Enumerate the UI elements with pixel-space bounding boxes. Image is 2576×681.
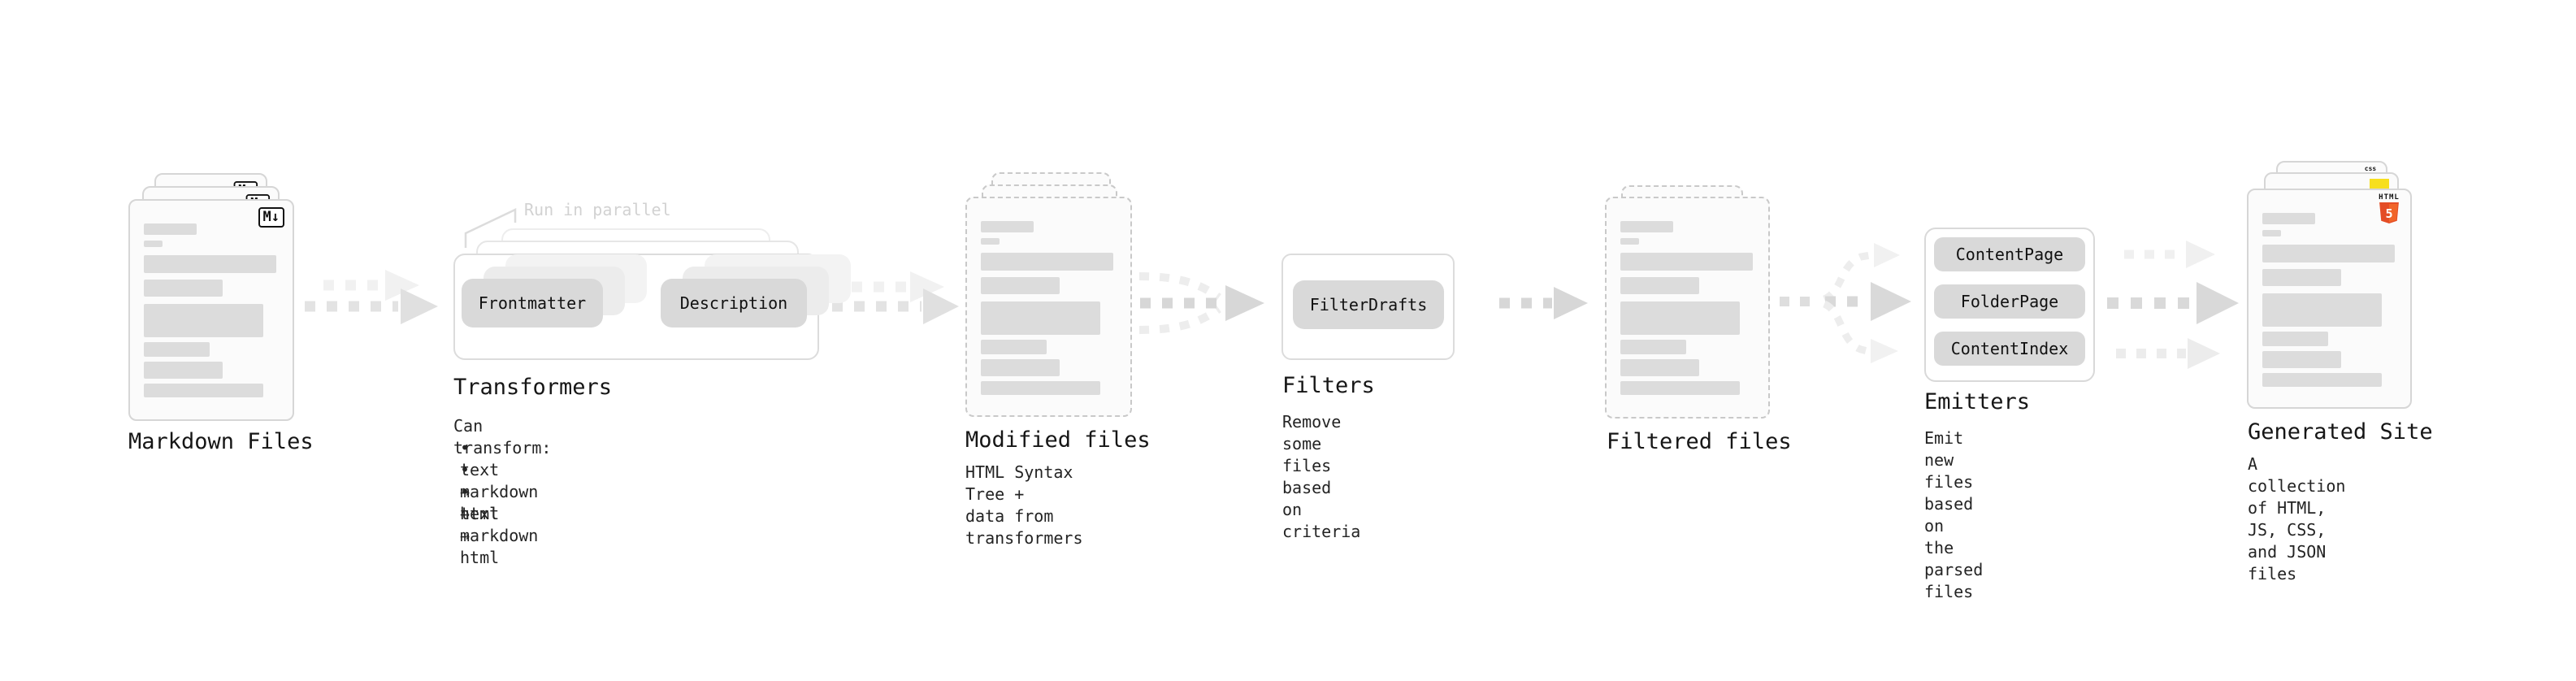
html5-numeral: 5	[2385, 206, 2392, 221]
transformers-description-title: Can transform:	[453, 416, 552, 458]
emitters-label: Emitters	[1924, 389, 2031, 414]
transformers-bullet-1: • text → text	[460, 438, 500, 523]
generated-site-label: Generated Site	[2248, 419, 2433, 445]
arrow-modified-to-filters	[1138, 272, 1264, 334]
contentpage-pill: ContentPage	[1934, 237, 2085, 271]
skeleton-text-lines	[1607, 198, 1768, 417]
skeleton-text-lines	[2249, 190, 2410, 407]
filterdrafts-pill: FilterDrafts	[1293, 280, 1444, 329]
modified-files-label: Modified files	[965, 427, 1151, 453]
generated-file-card-front: HTML 5	[2247, 189, 2412, 409]
filtered-files-label: Filtered files	[1607, 429, 1792, 454]
transformers-bullet-3: • html → html	[460, 482, 500, 567]
modified-file-card-front	[965, 197, 1132, 417]
skeleton-text-lines	[130, 201, 293, 419]
transformers-bullet-2: • markdown → markdown	[460, 460, 539, 545]
filtered-file-card-front	[1605, 197, 1770, 419]
run-in-parallel-note: Run in parallel	[524, 200, 671, 219]
arrow-markdown-to-transformers	[305, 270, 438, 324]
filters-label: Filters	[1282, 373, 1375, 398]
arrow-transformers-to-modified	[832, 271, 959, 324]
run-in-parallel-connector	[464, 208, 517, 248]
js-icon	[2370, 179, 2389, 189]
generated-site-description: A collection of HTML, JS, CSS, and JSON …	[2248, 454, 2346, 583]
transformers-label: Transformers	[453, 375, 613, 400]
contentindex-pill: ContentIndex	[1934, 332, 2085, 366]
html5-icon: HTML 5	[2377, 194, 2401, 223]
markdown-file-card-front: M↓	[128, 199, 294, 421]
skeleton-text-lines	[967, 198, 1130, 415]
emitters-description: Emit new files based on the parsed files	[1924, 428, 1984, 601]
markdown-files-label: Markdown Files	[128, 429, 314, 454]
markdown-icon: M↓	[258, 207, 284, 228]
frontmatter-pill: Frontmatter	[462, 279, 603, 327]
description-pill: Description	[661, 279, 807, 327]
arrow-filters-to-filtered	[1499, 287, 1588, 319]
filters-description: Remove some files based on criteria	[1282, 412, 1361, 541]
arrow-emitters-to-generated	[2107, 241, 2239, 369]
modified-files-description: HTML Syntax Tree + data from transformer…	[965, 462, 1083, 548]
arrow-filtered-to-emitters	[1780, 243, 1911, 363]
folderpage-pill: FolderPage	[1934, 284, 2085, 319]
